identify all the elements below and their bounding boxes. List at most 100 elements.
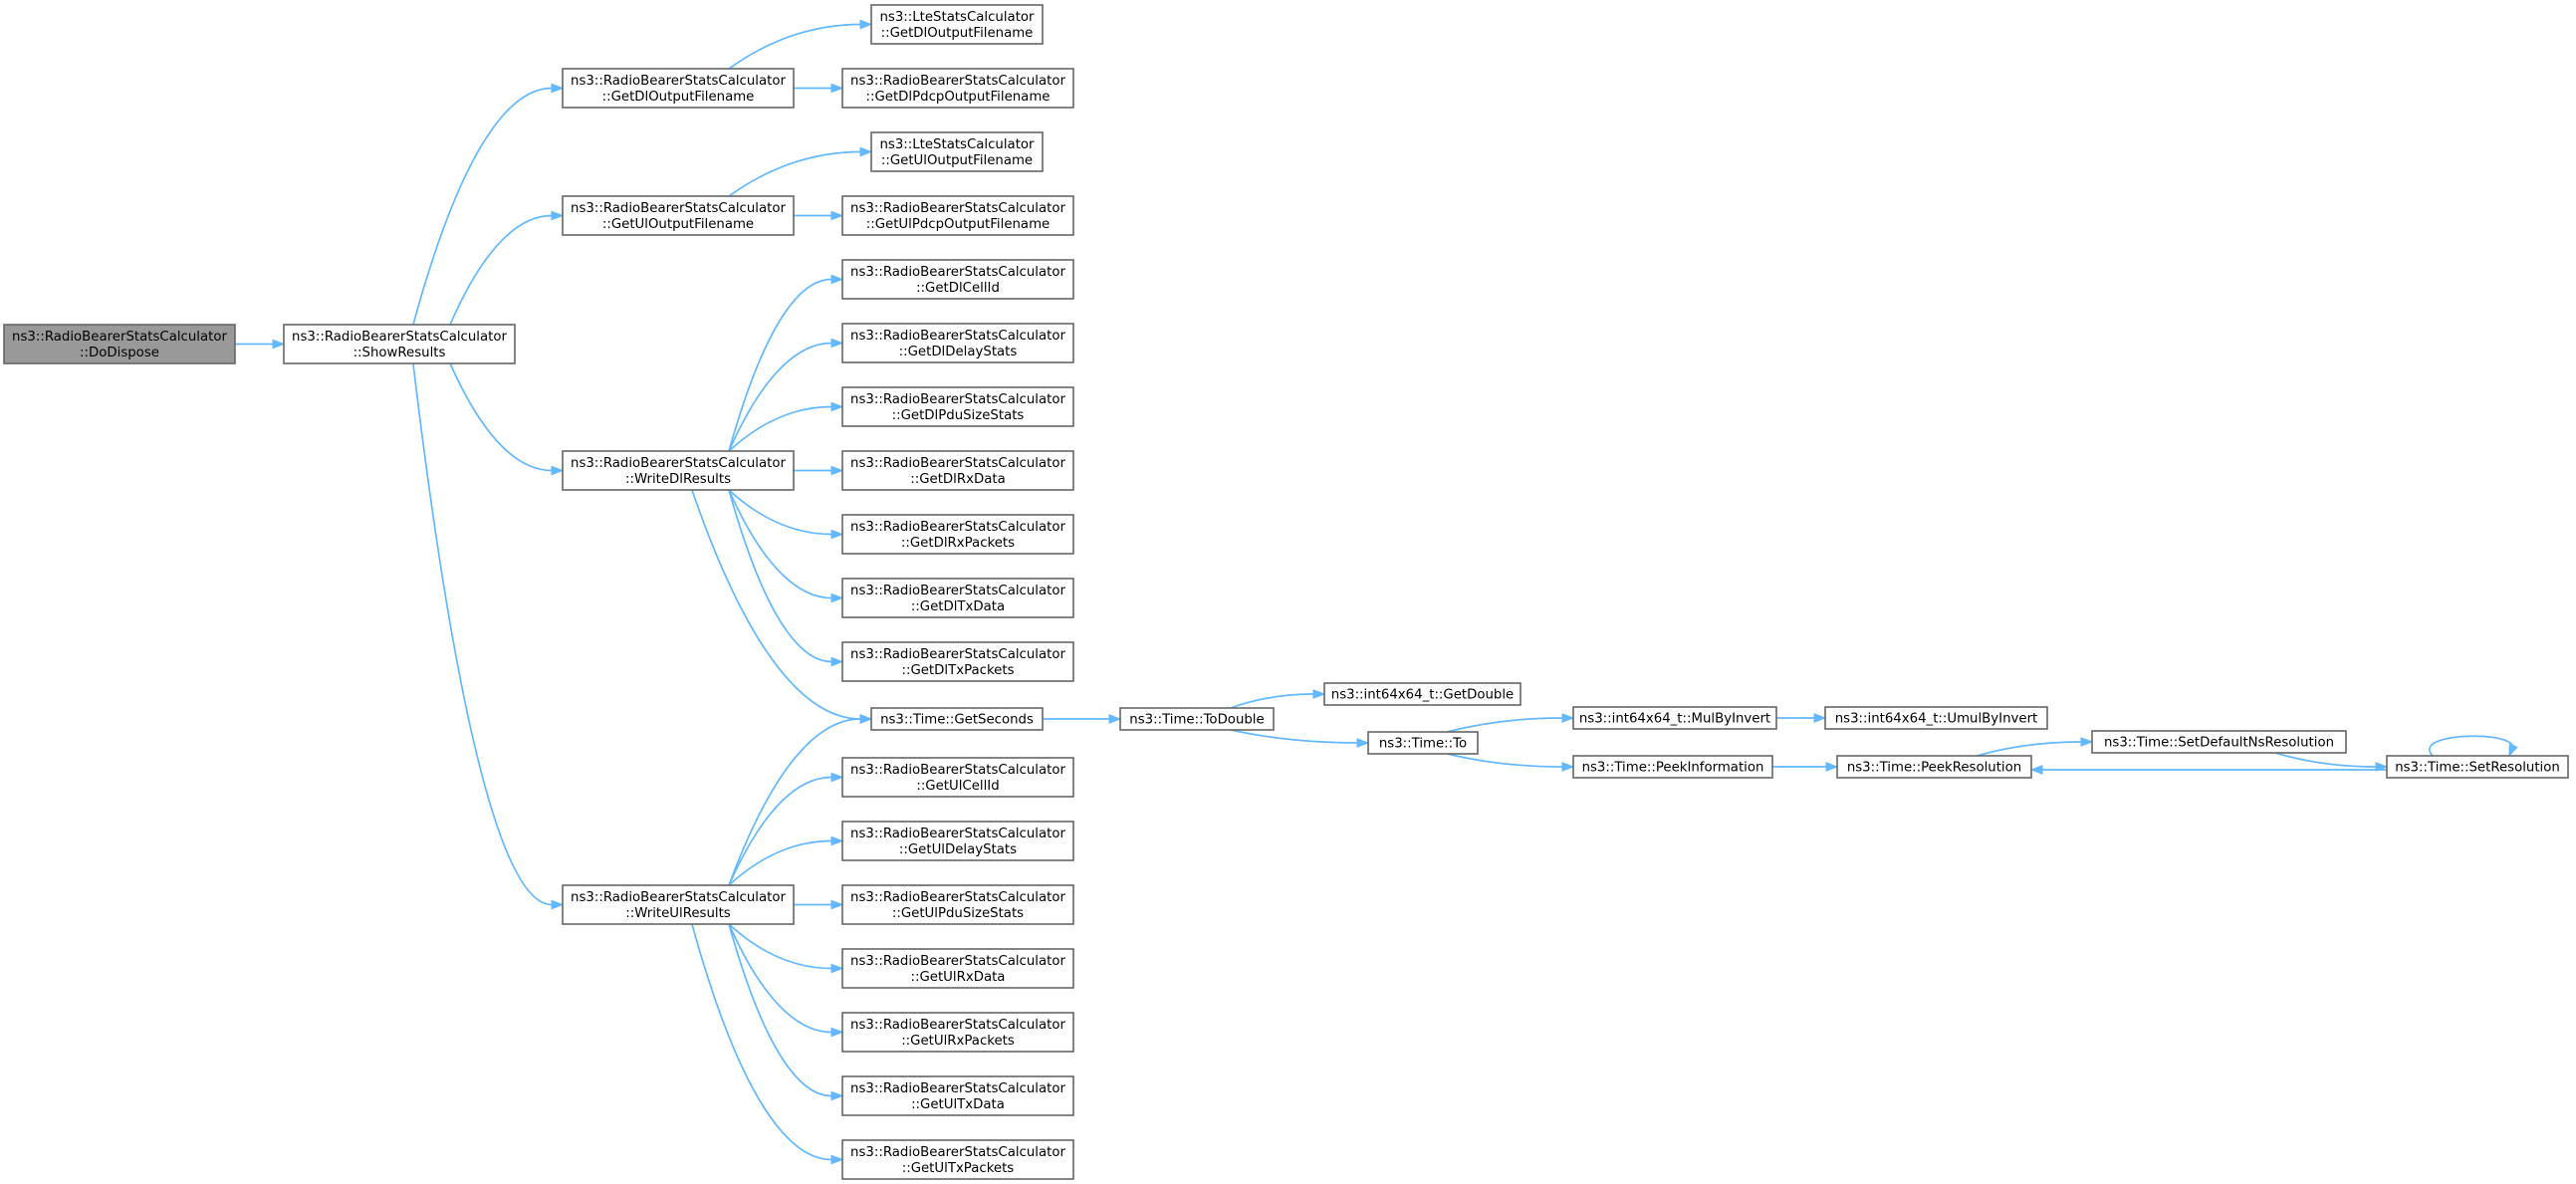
node-pdcp_dl-label-1: ::GetDlPdcpOutputFilename	[866, 90, 1051, 105]
edge-show-to-getulout-arrowhead	[551, 210, 565, 221]
node-todouble[interactable]: ns3::Time::ToDouble	[1119, 707, 1275, 731]
node-umulbyinv-label-0: ns3::int64x64_t::UmulByInvert	[1835, 712, 2038, 727]
node-dlrxdata-box	[841, 450, 1074, 491]
node-writeul-label-0: ns3::RadioBearerStatsCalculator	[571, 890, 786, 905]
edge-writedl-to-dldelay	[728, 342, 832, 452]
call-nodes: ns3::RadioBearerStatsCalculator::DoDispo…	[3, 4, 2569, 1180]
node-pdcp_ul-box	[841, 195, 1074, 236]
node-ultxpk[interactable]: ns3::RadioBearerStatsCalculator::GetUlTx…	[841, 1139, 1074, 1180]
node-dldelay-label-0: ns3::RadioBearerStatsCalculator	[850, 329, 1065, 344]
node-dltxpk[interactable]: ns3::RadioBearerStatsCalculator::GetDlTx…	[841, 641, 1074, 682]
edge-writedl-to-dlpdu-arrowhead	[830, 401, 844, 412]
node-ulrxpk[interactable]: ns3::RadioBearerStatsCalculator::GetUlRx…	[841, 1012, 1074, 1053]
node-show-label-1: ::ShowResults	[353, 346, 446, 360]
node-to[interactable]: ns3::Time::To	[1367, 731, 1479, 755]
edge-to-to-mulbyinv	[1446, 717, 1563, 733]
node-getsec[interactable]: ns3::Time::GetSeconds	[870, 707, 1044, 731]
node-ulcell-label-0: ns3::RadioBearerStatsCalculator	[850, 763, 1065, 778]
edge-dispose-to-show-arrowhead	[272, 339, 286, 350]
node-ulrxdata-label-0: ns3::RadioBearerStatsCalculator	[850, 954, 1065, 969]
node-dlpdu[interactable]: ns3::RadioBearerStatsCalculator::GetDlPd…	[841, 386, 1074, 427]
node-getdouble-box	[1323, 682, 1522, 706]
node-getdlout-label-0: ns3::RadioBearerStatsCalculator	[571, 74, 786, 89]
node-ultxdata-label-0: ns3::RadioBearerStatsCalculator	[850, 1081, 1065, 1096]
node-umulbyinv-box	[1824, 706, 2048, 730]
edge-writeul-to-ulcell-arrowhead	[830, 772, 844, 783]
node-peekres-label-0: ns3::Time::PeekResolution	[1847, 761, 2021, 776]
edge-getdlout-to-lte_dl-arrowhead	[859, 19, 873, 30]
node-lte_ul[interactable]: ns3::LteStatsCalculator::GetUlOutputFile…	[870, 131, 1044, 172]
node-getdouble[interactable]: ns3::int64x64_t::GetDouble	[1323, 682, 1522, 706]
node-pdcp_ul-label-1: ::GetUlPdcpOutputFilename	[866, 217, 1050, 232]
edge-writeul-to-uldelay	[728, 839, 832, 886]
node-ulpdu[interactable]: ns3::RadioBearerStatsCalculator::GetUlPd…	[841, 884, 1074, 925]
edge-todouble-to-getdouble	[1230, 693, 1314, 709]
node-writedl-box	[562, 450, 795, 491]
node-ultxdata-label-1: ::GetUlTxData	[911, 1097, 1005, 1112]
edge-writedl-to-dlcell	[728, 278, 832, 452]
edge-writeul-to-ultxpk-arrowhead	[830, 1154, 844, 1165]
node-uldelay[interactable]: ns3::RadioBearerStatsCalculator::GetUlDe…	[841, 821, 1074, 861]
node-peekres[interactable]: ns3::Time::PeekResolution	[1836, 755, 2032, 779]
edge-getulout-to-pdcp_ul-arrowhead	[830, 210, 844, 221]
node-setdefns[interactable]: ns3::Time::SetDefaultNsResolution	[2091, 730, 2347, 754]
node-dlrxdata-label-0: ns3::RadioBearerStatsCalculator	[850, 456, 1065, 471]
node-ulrxpk-label-1: ::GetUlRxPackets	[901, 1034, 1015, 1049]
node-to-label-0: ns3::Time::To	[1379, 737, 1467, 752]
node-dlcell[interactable]: ns3::RadioBearerStatsCalculator::GetDlCe…	[841, 259, 1074, 300]
edge-writeul-to-ulpdu-arrowhead	[830, 899, 844, 910]
node-ulcell-label-1: ::GetUlCellId	[916, 779, 999, 794]
node-dispose[interactable]: ns3::RadioBearerStatsCalculator::DoDispo…	[3, 324, 236, 364]
node-ultxdata-box	[841, 1075, 1074, 1116]
node-dldelay-label-1: ::GetDlDelayStats	[899, 345, 1018, 359]
node-dldelay[interactable]: ns3::RadioBearerStatsCalculator::GetDlDe…	[841, 323, 1074, 363]
node-dltxpk-label-1: ::GetDlTxPackets	[901, 663, 1014, 678]
node-ulcell[interactable]: ns3::RadioBearerStatsCalculator::GetUlCe…	[841, 757, 1074, 798]
node-uldelay-label-1: ::GetUlDelayStats	[899, 842, 1017, 857]
node-pdcp_dl[interactable]: ns3::RadioBearerStatsCalculator::GetDlPd…	[841, 68, 1074, 109]
edge-writeul-to-ulrxdata	[728, 923, 832, 970]
node-setres[interactable]: ns3::Time::SetResolution	[2386, 755, 2569, 779]
node-getdlout[interactable]: ns3::RadioBearerStatsCalculator::GetDlOu…	[562, 68, 795, 109]
node-peekres-box	[1836, 755, 2032, 779]
node-todouble-label-0: ns3::Time::ToDouble	[1129, 713, 1264, 728]
edge-show-to-getulout	[449, 214, 553, 326]
node-dispose-label-1: ::DoDispose	[80, 346, 159, 360]
edge-getdlout-to-lte_dl	[728, 23, 861, 70]
node-getulout[interactable]: ns3::RadioBearerStatsCalculator::GetUlOu…	[562, 195, 795, 236]
edge-writeul-to-getsec-arrowhead	[859, 714, 873, 724]
node-getulout-box	[562, 195, 795, 236]
node-dltxdata[interactable]: ns3::RadioBearerStatsCalculator::GetDlTx…	[841, 578, 1074, 618]
edge-writeul-to-ultxpk	[691, 923, 832, 1161]
node-lte_ul-box	[870, 131, 1044, 172]
node-dlrxpk-label-0: ns3::RadioBearerStatsCalculator	[850, 520, 1065, 535]
node-todouble-box	[1119, 707, 1275, 731]
edge-getulout-to-lte_ul-arrowhead	[859, 146, 873, 157]
node-ultxpk-label-0: ns3::RadioBearerStatsCalculator	[850, 1145, 1065, 1160]
edge-writedl-to-dltxdata-arrowhead	[830, 592, 844, 603]
node-ultxdata[interactable]: ns3::RadioBearerStatsCalculator::GetUlTx…	[841, 1075, 1074, 1116]
node-dltxdata-label-1: ::GetDlTxData	[911, 599, 1005, 614]
node-lte_dl[interactable]: ns3::LteStatsCalculator::GetDlOutputFile…	[870, 4, 1044, 45]
node-dlrxpk[interactable]: ns3::RadioBearerStatsCalculator::GetDlRx…	[841, 514, 1074, 555]
node-writeul-label-1: ::WriteUlResults	[625, 906, 731, 921]
edge-setres-to-peekres-arrowhead	[2029, 765, 2043, 775]
node-mulbyinv[interactable]: ns3::int64x64_t::MulByInvert	[1572, 706, 1777, 730]
edge-writeul-to-ulcell	[728, 776, 832, 886]
node-writedl[interactable]: ns3::RadioBearerStatsCalculator::WriteDl…	[562, 450, 795, 491]
node-lte_ul-label-1: ::GetUlOutputFilename	[881, 153, 1033, 168]
node-dlrxdata[interactable]: ns3::RadioBearerStatsCalculator::GetDlRx…	[841, 450, 1074, 491]
edge-todouble-to-getdouble-arrowhead	[1312, 689, 1326, 699]
node-ulpdu-box	[841, 884, 1074, 925]
node-umulbyinv[interactable]: ns3::int64x64_t::UmulByInvert	[1824, 706, 2048, 730]
node-ulrxdata[interactable]: ns3::RadioBearerStatsCalculator::GetUlRx…	[841, 948, 1074, 989]
node-lte_dl-box	[870, 4, 1044, 45]
node-writeul[interactable]: ns3::RadioBearerStatsCalculator::WriteUl…	[562, 884, 795, 925]
edge-show-to-writeul-arrowhead	[551, 899, 565, 910]
node-pdcp_ul[interactable]: ns3::RadioBearerStatsCalculator::GetUlPd…	[841, 195, 1074, 236]
edge-writedl-to-dlcell-arrowhead	[830, 274, 844, 285]
node-peekinfo[interactable]: ns3::Time::PeekInformation	[1572, 755, 1773, 779]
node-dlcell-label-1: ::GetDlCellId	[916, 281, 1000, 296]
node-show[interactable]: ns3::RadioBearerStatsCalculator::ShowRes…	[283, 324, 516, 364]
